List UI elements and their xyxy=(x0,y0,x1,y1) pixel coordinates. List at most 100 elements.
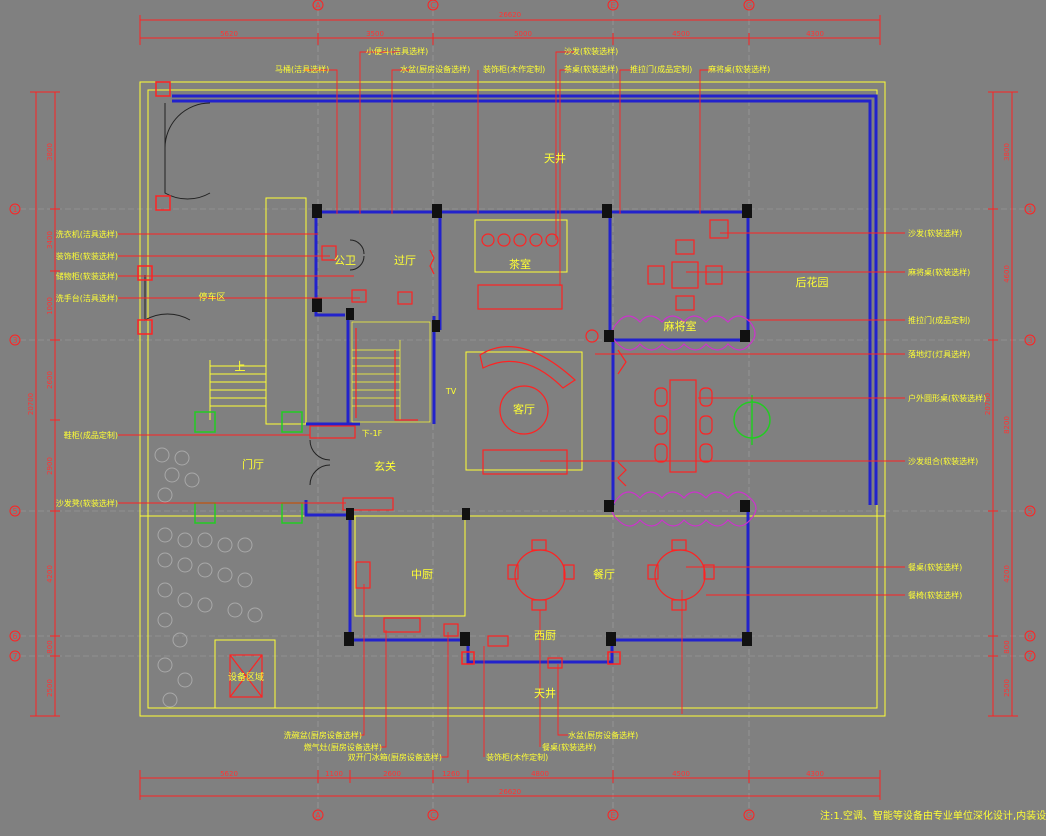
callout-floor-lamp: 落地灯(灯具选样) xyxy=(908,349,970,359)
axis-row-right-5: 7 xyxy=(1027,652,1032,661)
callout-outdoor-table: 户外圆形桌(软装选样) xyxy=(908,393,986,403)
callouts-right: 沙发(软装选样) 麻将桌(软装选样) 推拉门(成品定制) 落地灯(灯具选样) 户… xyxy=(908,228,986,600)
callout-urinal: 小便斗(洁具选样) xyxy=(366,46,428,56)
axis-col-top-2: C xyxy=(430,1,436,10)
dim-left-4: 2600 xyxy=(46,371,54,389)
room-tianjing-top: 天井 xyxy=(544,151,566,165)
callout-washer: 洗衣机(洁具选样) xyxy=(56,229,118,239)
axis-row-left-5: 7 xyxy=(12,652,17,661)
callout-shoe-cabinet: 鞋柜(成品定制) xyxy=(64,430,118,440)
doors xyxy=(144,102,365,486)
axis-row-left-4: 6 xyxy=(12,632,17,641)
dim-top-2: 3500 xyxy=(366,30,384,38)
dim-bottom-4: 1260 xyxy=(442,770,460,778)
stair-rails xyxy=(355,328,418,421)
furniture xyxy=(309,219,729,669)
dimension-text: 26620 5620 3500 5000 4500 4300 5620 1100… xyxy=(27,11,1011,796)
axis-bubbles xyxy=(9,0,1036,821)
axis-col-bottom-2: C xyxy=(430,811,436,820)
callout-table-bottom: 餐桌(软装选样) xyxy=(542,742,596,752)
callout-toilet: 马桶(洁具选样) xyxy=(275,64,329,74)
room-gongwei: 公卫 xyxy=(334,254,356,267)
dim-right-5: 800 xyxy=(1003,640,1011,653)
callout-cabinet-top: 装饰柜(木作定制) xyxy=(483,64,545,74)
room-shebei: 设备区域 xyxy=(228,671,264,683)
shrub-area xyxy=(154,447,263,708)
staircase xyxy=(351,321,431,423)
walls xyxy=(172,94,878,664)
dim-top-1: 5620 xyxy=(220,30,238,38)
callout-sofa-set: 沙发组合(软装选样) xyxy=(908,456,978,466)
room-xichu: 西厨 xyxy=(534,629,556,642)
callout-storage-cabinet: 储物柜(软装选样) xyxy=(56,271,118,281)
callout-sofa-top: 沙发(软装选样) xyxy=(564,46,618,56)
drawing-note: 注:1.空调、智能等设备由专业单位深化设计,内装设计只做... xyxy=(820,809,1046,822)
dim-right-3: 8200 xyxy=(1003,416,1011,434)
callout-basin: 洗手台(洁具选样) xyxy=(56,293,118,303)
dim-top-3: 5000 xyxy=(514,30,532,38)
dim-left-total: 20700 xyxy=(27,393,35,415)
callout-sliding-door-right: 推拉门(成品定制) xyxy=(908,315,970,325)
dim-bottom-total: 26620 xyxy=(499,788,521,796)
equipment-box xyxy=(229,654,263,698)
dim-left-3: 1000 xyxy=(46,297,54,315)
dim-right-total: 20700 xyxy=(984,393,992,415)
dim-left-8: 2500 xyxy=(46,679,54,697)
callout-dining-chair: 餐椅(软装选样) xyxy=(908,590,962,600)
dim-bottom-5: 4800 xyxy=(531,770,549,778)
dim-left-2: 3400 xyxy=(46,231,54,249)
dim-left-5: 2900 xyxy=(46,457,54,475)
axis-row-right-3: 5 xyxy=(1027,507,1032,516)
axis-row-right-4: 6 xyxy=(1027,632,1032,641)
callout-mahjong-right: 麻将桌(软装选样) xyxy=(908,267,970,277)
dim-right-1: 3800 xyxy=(1003,143,1011,161)
axis-labels: A C E G A C E G 1 3 5 6 7 1 3 5 6 7 xyxy=(12,1,1032,820)
room-tianjing-bottom: 天井 xyxy=(534,686,556,700)
callouts-bottom: 洗碗盆(厨房设备选样) 燃气灶(厨房设备选样) 双开门冰箱(厨房设备选样) 装饰… xyxy=(284,730,639,762)
callout-sofa-right: 沙发(软装选样) xyxy=(908,228,962,238)
dim-top-total: 26620 xyxy=(499,11,521,19)
dim-bottom-7: 4300 xyxy=(806,770,824,778)
dim-left-6: 4200 xyxy=(46,565,54,583)
callout-dining-table: 餐桌(软装选样) xyxy=(908,562,962,572)
callout-fridge: 双开门冰箱(厨房设备选样) xyxy=(348,752,442,762)
room-stair-down: 下-1F xyxy=(362,429,383,438)
axis-col-top-4: G xyxy=(746,1,752,10)
callout-sliding-door-top: 推拉门(成品定制) xyxy=(630,64,692,74)
axis-row-left-1: 1 xyxy=(12,205,17,214)
dim-top-4: 4500 xyxy=(672,30,690,38)
room-tingting: 客厅 xyxy=(513,402,535,416)
room-houhuayuan: 后花园 xyxy=(796,276,829,289)
callout-mahjong-top: 麻将桌(软装选样) xyxy=(708,64,770,74)
callout-sofa-stool: 沙发凳(软装选样) xyxy=(56,498,118,508)
dim-bottom-2: 1100 xyxy=(325,770,343,778)
callout-gas-stove: 燃气灶(厨房设备选样) xyxy=(304,742,382,752)
axis-col-bottom-1: A xyxy=(315,811,321,820)
dim-bottom-6: 4500 xyxy=(672,770,690,778)
planters xyxy=(611,315,757,527)
callout-tea-table: 茶桌(软装选样) xyxy=(564,64,618,74)
dim-top-5: 4300 xyxy=(806,30,824,38)
dim-left-1: 3800 xyxy=(46,143,54,161)
callouts-left: 洗衣机(洁具选样) 装饰柜(软装选样) 储物柜(软装选样) 洗手台(洁具选样) … xyxy=(56,229,118,508)
callout-dish-basin: 洗碗盆(厨房设备选样) xyxy=(284,730,362,740)
axis-col-top-3: E xyxy=(610,1,615,10)
callout-sink-top: 水盆(厨房设备选样) xyxy=(400,64,470,74)
room-guoting: 过厅 xyxy=(394,254,416,267)
site-markers xyxy=(137,81,621,665)
room-chashi: 茶室 xyxy=(509,257,531,271)
axis-row-left-2: 3 xyxy=(12,336,17,345)
grid-lines xyxy=(20,10,1030,810)
columns xyxy=(312,204,752,646)
axis-col-top-1: A xyxy=(315,1,321,10)
axis-row-right-2: 3 xyxy=(1027,336,1032,345)
room-tv: TV xyxy=(445,387,457,396)
dim-right-6: 2500 xyxy=(1003,679,1011,697)
callout-cabinet-bottom: 装饰柜(木作定制) xyxy=(486,752,548,762)
callout-sink-bottom: 水盆(厨房设备选样) xyxy=(568,730,638,740)
garden-posts xyxy=(194,395,771,524)
axis-col-bottom-3: E xyxy=(610,811,615,820)
dim-left-7: 800 xyxy=(46,640,54,653)
